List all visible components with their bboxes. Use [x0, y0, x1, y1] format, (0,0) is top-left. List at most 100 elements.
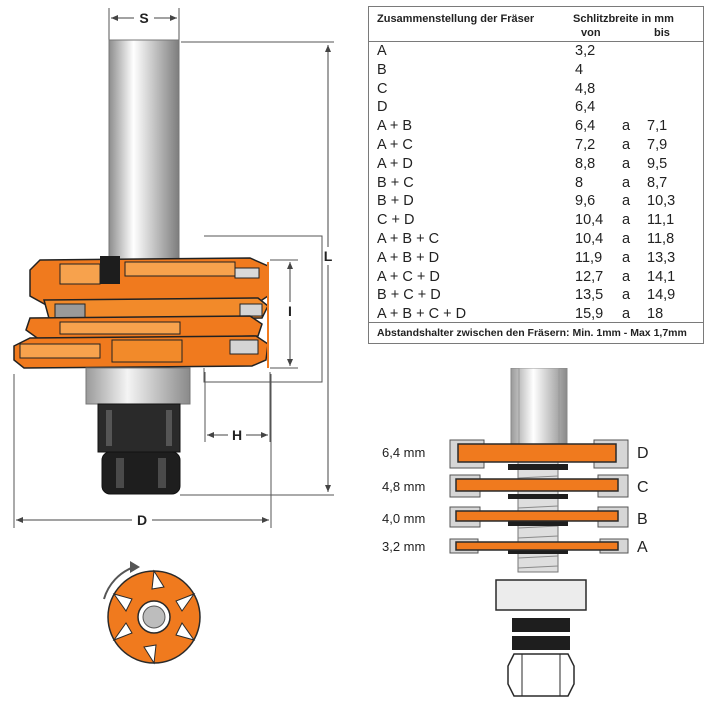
cutter-a-size: 3,2 mm: [382, 539, 425, 554]
s-label: S: [139, 10, 148, 26]
cell-separator: a: [622, 174, 631, 191]
cell-combination: A: [377, 43, 387, 59]
cell-from: 6,4: [575, 99, 596, 116]
cell-from: 7,2: [575, 137, 596, 153]
arbor-shaft: [510, 368, 568, 449]
cell-combination: B + C: [377, 174, 414, 191]
cell-separator: a: [622, 193, 631, 210]
cell-separator: a: [622, 155, 631, 172]
cutter-combination-table: Zusammenstellung der Fräser Schlitzbreit…: [368, 6, 704, 344]
cell-from: 15,9: [575, 306, 604, 323]
d-label: D: [137, 512, 147, 528]
cutter-b-letter: B: [637, 511, 648, 528]
cell-to: 18: [647, 306, 664, 323]
l-label: L: [324, 248, 333, 264]
cell-separator: a: [622, 231, 631, 247]
cutter-stack: [13, 256, 269, 369]
cell-combination: A + C + D: [377, 268, 440, 285]
cutter-disc: [107, 569, 201, 665]
cutter-a: [449, 538, 629, 554]
d-dimension: D: [13, 374, 272, 528]
cell-separator: a: [622, 268, 631, 285]
table-header: Zusammenstellung der Fräser Schlitzbreit…: [369, 7, 703, 42]
cutter-c: [449, 474, 629, 498]
cell-from: 3,2: [575, 43, 596, 59]
cell-combination: B + D: [377, 193, 414, 210]
cell-from: 6,4: [575, 118, 596, 135]
router-bit-drawing: S L I: [13, 8, 336, 528]
lock-nut: [101, 451, 181, 495]
cutter-b: [449, 506, 629, 528]
cutter-top-view: [103, 561, 201, 665]
cell-from: 8,8: [575, 155, 596, 172]
cell-from: 10,4: [575, 212, 604, 229]
cutter-d: [449, 439, 629, 469]
cell-separator: a: [622, 118, 631, 135]
table-row: A + B + C 10,4 a 11,8: [369, 230, 703, 248]
cell-from: 13,5: [575, 287, 604, 304]
l-dimension: L: [180, 41, 336, 496]
cell-to: 14,1: [647, 268, 676, 285]
cutter-c-letter: C: [637, 479, 649, 496]
cell-separator: a: [622, 137, 631, 153]
cell-to: 8,7: [647, 174, 668, 191]
h-label: H: [232, 427, 242, 443]
cell-from: 8: [575, 174, 584, 191]
header-combination: Zusammenstellung der Fräser: [377, 13, 535, 25]
lock-ring-lower: [512, 636, 570, 650]
table-row: A + B 6,4 a 7,1: [369, 117, 703, 135]
table-footer: Abstandshalter zwischen den Fräsern: Min…: [369, 322, 703, 343]
cell-from: 9,6: [575, 193, 596, 210]
i-dimension: I: [203, 235, 323, 383]
table-row: A 3,2: [369, 42, 703, 60]
spacer-note: Abstandshalter zwischen den Fräsern: Min…: [377, 327, 687, 339]
cell-from: 4,8: [575, 80, 596, 97]
cell-to: 11,1: [647, 212, 675, 229]
h-dimension: H: [204, 372, 271, 443]
cutter-set-diagram: 6,4 mm D 4,8 mm C 4,0 mm B 3,2 mm A: [382, 368, 649, 697]
cell-from: 11,9: [575, 249, 603, 266]
cell-combination: B: [377, 61, 387, 78]
cutter-d-letter: D: [637, 445, 649, 462]
rotation-arrow-icon: [103, 561, 140, 600]
cell-combination: D: [377, 99, 388, 116]
cell-combination: A + D: [377, 155, 413, 172]
table-row: C + D 10,4 a 11,1: [369, 211, 703, 229]
cutter-c-size: 4,8 mm: [382, 479, 425, 494]
cell-combination: A + B + C: [377, 231, 440, 247]
cell-combination: A + C: [377, 137, 413, 153]
table-row: B + C + D 13,5 a 14,9: [369, 286, 703, 304]
table-row: B + C 8 a 8,7: [369, 174, 703, 192]
cell-separator: a: [622, 306, 631, 323]
bearing-ring: [495, 579, 587, 611]
cell-combination: A + B: [377, 118, 413, 135]
cell-to: 14,9: [647, 287, 676, 304]
bearing: [85, 367, 191, 405]
cell-separator: a: [622, 212, 631, 229]
cutter-d-size: 6,4 mm: [382, 445, 425, 460]
table-row: D 6,4: [369, 98, 703, 116]
cell-combination: C + D: [377, 212, 415, 229]
cell-combination: A + B + D: [377, 249, 440, 266]
cell-from: 4: [575, 61, 584, 78]
header-to: bis: [654, 27, 670, 39]
cell-separator: a: [622, 287, 631, 304]
cutter-a-letter: A: [637, 539, 648, 556]
cell-to: 7,1: [647, 118, 668, 135]
shank: [108, 39, 180, 261]
cell-from: 10,4: [575, 231, 604, 247]
cell-to: 11,8: [647, 231, 675, 247]
header-from: von: [581, 27, 601, 39]
cell-separator: a: [622, 249, 631, 266]
s-dimension: S: [108, 8, 180, 40]
i-label: I: [288, 303, 292, 319]
cell-combination: B + C + D: [377, 287, 441, 304]
